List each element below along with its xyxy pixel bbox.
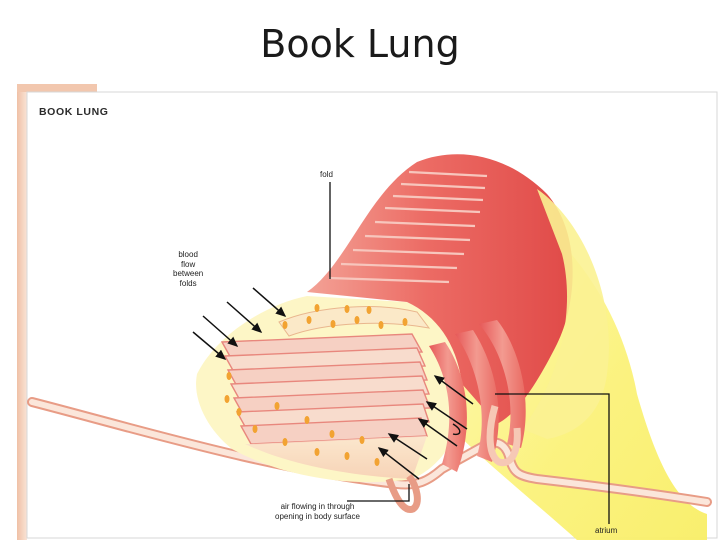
- spiracle-opening: [385, 473, 421, 513]
- blood-flow-arrow: [252, 287, 287, 317]
- blood-flow-label-line: blood: [178, 250, 198, 259]
- air-flow-leader-line: [347, 484, 410, 502]
- air-flow-label-line: air flowing in through: [280, 502, 355, 511]
- air-inflow-curve-arrow: [452, 423, 461, 436]
- air-flow-arrow: [417, 418, 458, 447]
- blood-dots: [224, 304, 408, 466]
- atrium-opening: [486, 405, 521, 467]
- blood-flow-label-line: folds: [179, 278, 197, 288]
- photo-edge-strip: [17, 84, 27, 540]
- blood-flow-label-line: between: [173, 269, 204, 278]
- atrium-leader-line: [495, 393, 610, 524]
- air-flow-arrows: [377, 375, 474, 480]
- air-flow-label-line: opening in body surface: [275, 511, 360, 521]
- blood-flow-arrows: [192, 287, 287, 360]
- channel: [479, 320, 526, 448]
- lung-yellow-lobe: [522, 189, 609, 439]
- fold-label: fold: [320, 170, 333, 179]
- blood-flow-label: blood flow between folds: [173, 250, 203, 288]
- photo-edge-top: [17, 84, 97, 92]
- blood-flow-arrow: [202, 315, 239, 347]
- blood-flow-arrow: [192, 331, 227, 360]
- slide-title: Book Lung: [260, 22, 460, 66]
- air-flow-arrow: [433, 375, 474, 405]
- air-flow-label: air flowing in through opening in body s…: [275, 502, 360, 521]
- book-lung-diagram: [17, 84, 718, 540]
- chamber-top: [278, 306, 431, 337]
- air-flow-arrow: [425, 401, 468, 430]
- blood-flow-arrow: [226, 301, 263, 333]
- channel: [429, 342, 467, 472]
- blood-flow-label-line: flow: [181, 259, 196, 269]
- chamber-floor: [245, 436, 427, 479]
- lamellae-stack: [220, 333, 432, 445]
- air-flow-arrow: [377, 447, 420, 480]
- dome-fold-ridges: [328, 170, 488, 284]
- book-lung-figure: BOOK LUNG fold blood flow between folds …: [17, 84, 720, 540]
- air-flow-arrow: [387, 433, 428, 460]
- figure-title: BOOK LUNG: [39, 106, 109, 118]
- atrium-label: atrium: [595, 526, 618, 535]
